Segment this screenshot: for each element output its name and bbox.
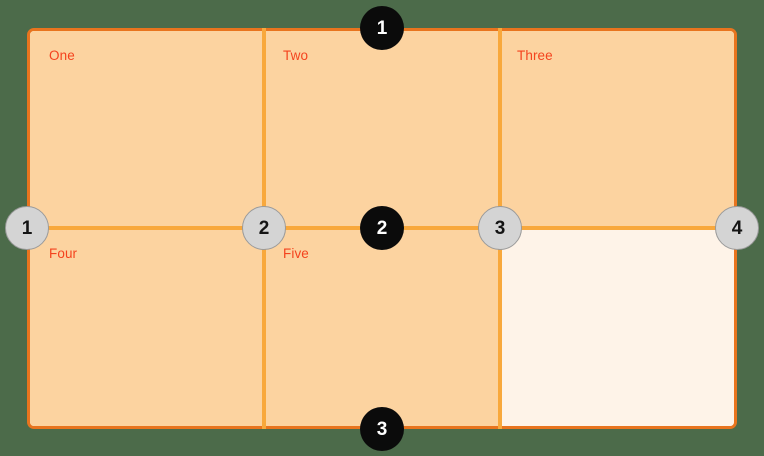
grid-cell[interactable]: One bbox=[30, 31, 264, 229]
grid-cell[interactable]: Four bbox=[30, 229, 264, 426]
column-handle-label: 1 bbox=[21, 217, 33, 239]
grid-cell-label: One bbox=[49, 48, 75, 63]
row-handle-label: 1 bbox=[376, 17, 388, 39]
grid-cell-label: Five bbox=[283, 246, 309, 261]
column-handle-label: 3 bbox=[494, 217, 506, 239]
column-handle-4[interactable]: 4 bbox=[715, 206, 759, 250]
row-handle-1[interactable]: 1 bbox=[360, 6, 404, 50]
column-handle-label: 2 bbox=[258, 217, 270, 239]
column-handle-2[interactable]: 2 bbox=[242, 206, 286, 250]
grid-cell-label: Four bbox=[49, 246, 78, 261]
column-handle-label: 4 bbox=[731, 217, 743, 239]
row-handle-label: 3 bbox=[376, 418, 388, 440]
grid-cell[interactable]: Five bbox=[264, 229, 498, 426]
column-handle-3[interactable]: 3 bbox=[478, 206, 522, 250]
row-handle-2[interactable]: 2 bbox=[360, 206, 404, 250]
grid-cell[interactable]: Three bbox=[498, 31, 734, 229]
grid-cell[interactable]: Two bbox=[264, 31, 498, 229]
row-handle-label: 2 bbox=[376, 217, 388, 239]
grid-cell-label: Three bbox=[517, 48, 553, 63]
column-handle-1[interactable]: 1 bbox=[5, 206, 49, 250]
grid-container: One Two Three Four Five bbox=[27, 28, 737, 429]
grid-cell-label: Two bbox=[283, 48, 309, 63]
grid-cell-empty[interactable] bbox=[498, 229, 734, 426]
row-handle-3[interactable]: 3 bbox=[360, 407, 404, 451]
